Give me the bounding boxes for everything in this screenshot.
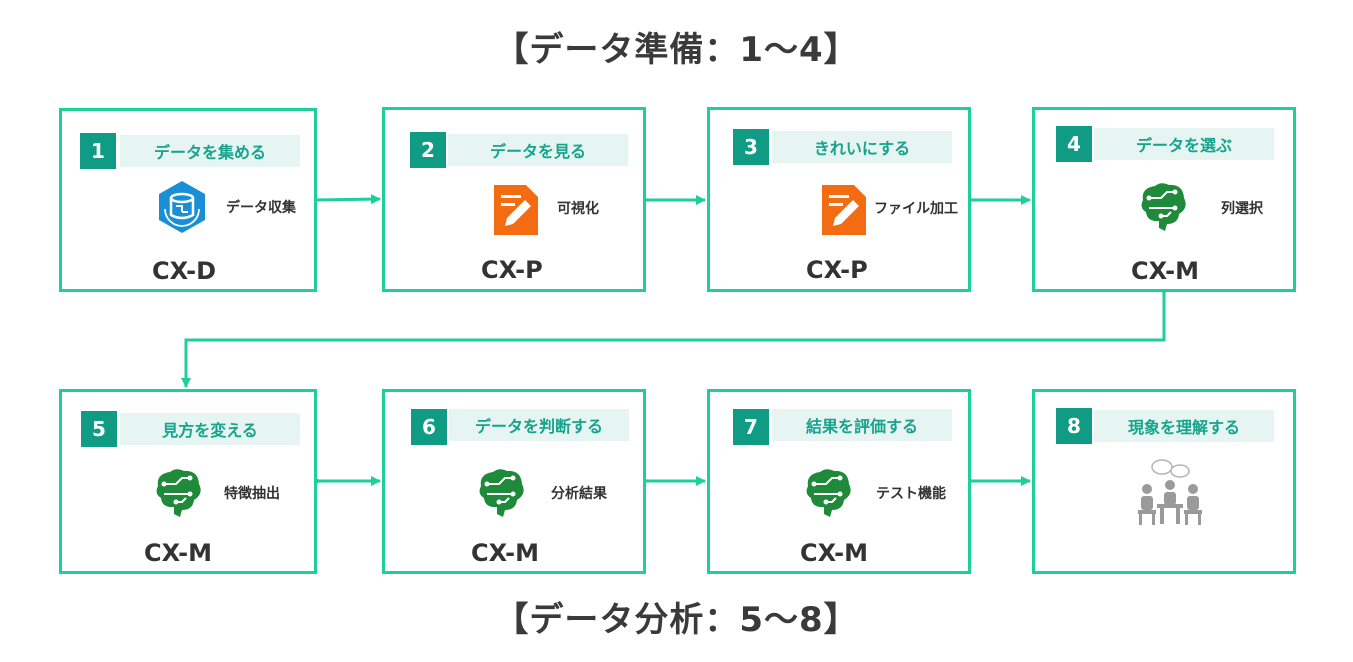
edit-document-icon [488,182,544,238]
step-label: データを集める [120,135,300,167]
step-number-badge: 6 [411,409,447,445]
step-number-badge: 8 [1056,408,1092,444]
step-caption: データ収集 [226,200,296,216]
step-1-box: 1 データを集める データ収集 CX-D [59,108,317,292]
step-caption: テスト機能 [876,486,946,502]
step-number-badge: 2 [410,132,446,168]
meeting-people-icon [1133,456,1207,530]
step-number-badge: 5 [81,411,117,447]
step-label: データを判断する [449,409,629,441]
step-3-box: 3 きれいにする ファイル加工 CX-P [707,107,971,292]
step-caption: 可視化 [557,201,599,217]
step-label: データを選ぶ [1094,128,1274,160]
step-label: データを見る [448,134,628,166]
step-caption: 分析結果 [551,486,607,502]
step-code: CX-M [1131,257,1200,285]
step-code: CX-D [152,257,217,285]
brain-circuit-icon [150,464,206,520]
step-label: 結果を評価する [772,409,952,441]
step-number-badge: 3 [733,129,769,165]
step-code: CX-M [800,539,869,567]
heading-data-analysis: 【データ分析：5〜8】 [494,600,859,640]
step-code: CX-P [481,256,543,284]
step-number-badge: 4 [1056,126,1092,162]
brain-circuit-icon [800,464,856,520]
connector-4-5 [181,290,1166,388]
step-caption: ファイル加工 [874,201,958,217]
edit-document-icon [816,182,872,238]
step-label: きれいにする [772,131,952,163]
brain-circuit-icon [1135,178,1191,234]
step-number-badge: 1 [80,133,116,169]
step-7-box: 7 結果を評価する テスト機能 CX-M [707,389,971,574]
step-6-box: 6 データを判断する 分析結果 CX-M [382,389,646,574]
step-code: CX-P [806,256,868,284]
step-caption: 列選択 [1221,201,1263,217]
brain-circuit-icon [473,464,529,520]
step-caption: 特徴抽出 [224,486,280,502]
step-code: CX-M [144,539,213,567]
connector-1-2 [315,194,381,205]
step-5-box: 5 見方を変える 特徴抽出 CX-M [59,389,317,574]
database-sync-icon [154,179,210,235]
step-label: 見方を変える [120,413,300,445]
step-8-box: 8 現象を理解する [1032,389,1296,574]
heading-data-preparation: 【データ準備：1〜4】 [494,30,859,70]
step-4-box: 4 データを選ぶ 列選択 CX-M [1032,107,1296,292]
step-2-box: 2 データを見る 可視化 CX-P [382,107,646,292]
step-label: 現象を理解する [1094,410,1274,442]
step-code: CX-M [471,539,540,567]
step-number-badge: 7 [733,409,769,445]
